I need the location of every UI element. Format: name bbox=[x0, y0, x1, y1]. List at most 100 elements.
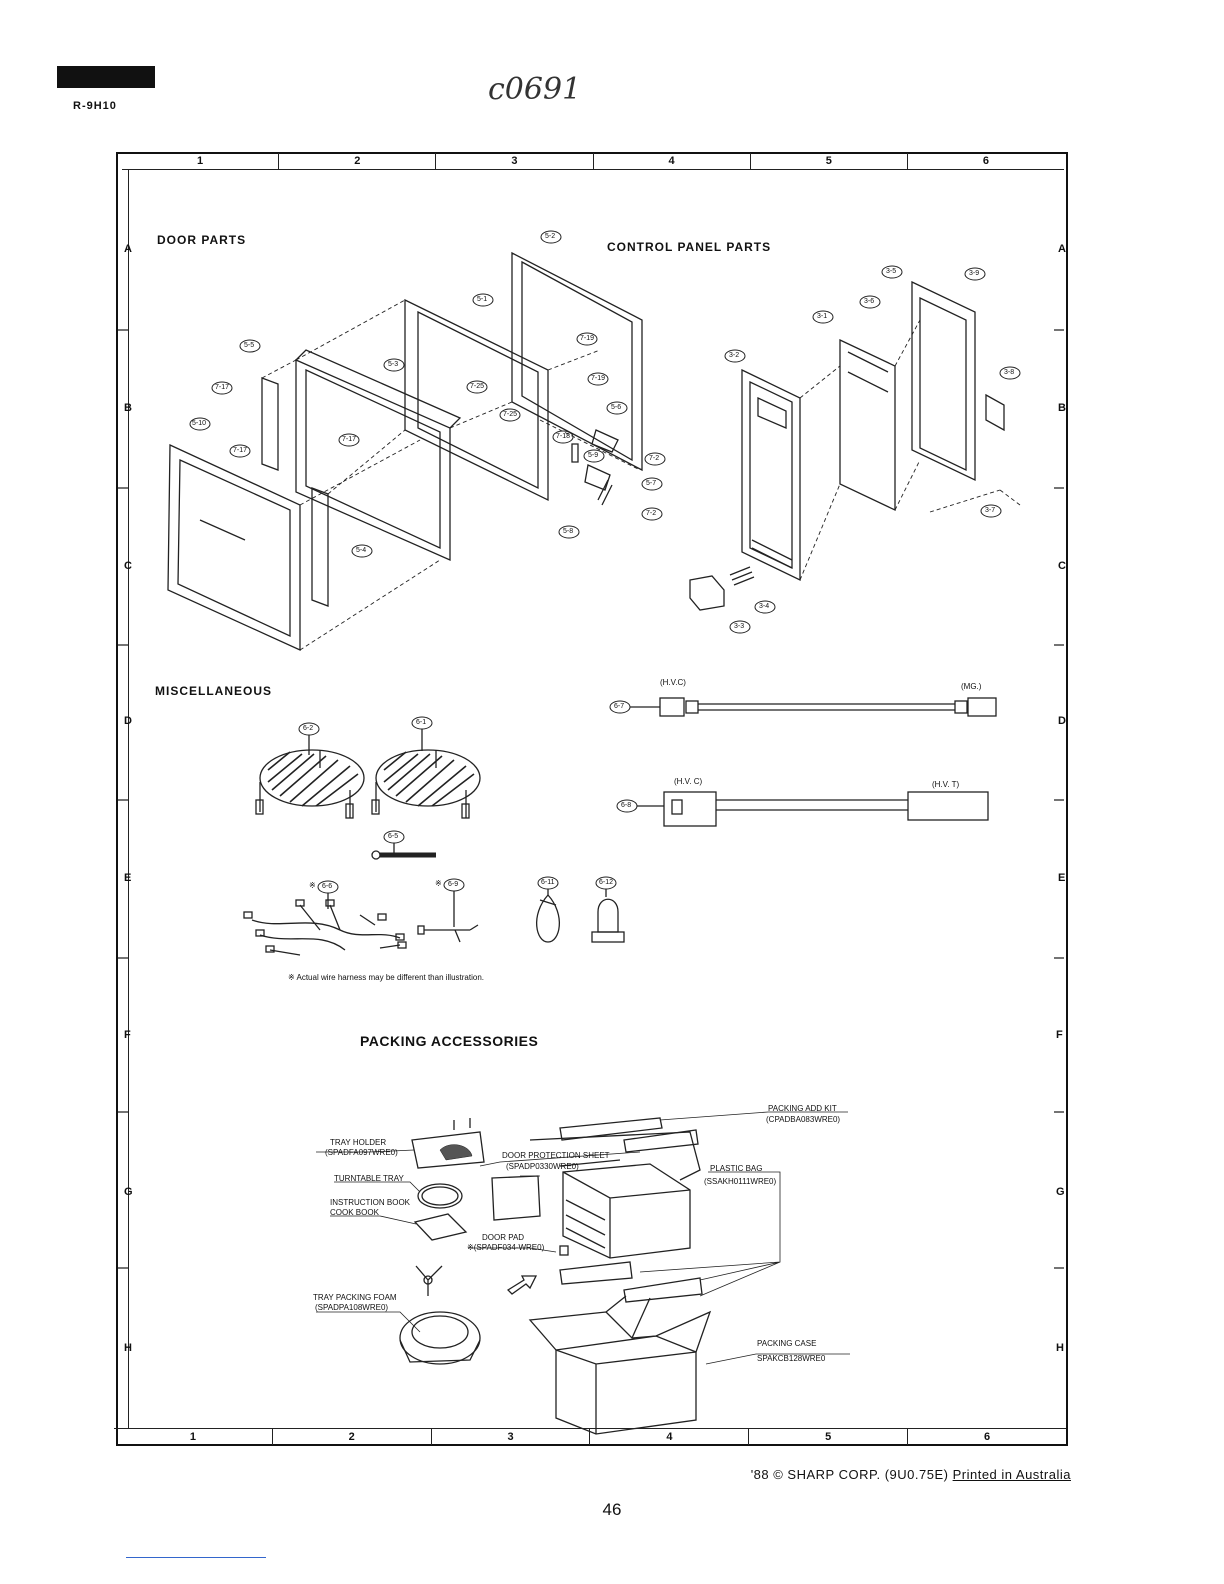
callout: 5-2 bbox=[545, 233, 556, 240]
callout: 3-9 bbox=[969, 270, 980, 277]
cable-label: (H.V.C) bbox=[660, 678, 686, 687]
section-door-parts: DOOR PARTS bbox=[157, 233, 247, 247]
col-label: 4 bbox=[590, 1429, 750, 1445]
callout: 3-8 bbox=[1004, 369, 1015, 376]
label-door-protection-sheet: DOOR PROTECTION SHEET bbox=[502, 1151, 610, 1160]
col-label: 1 bbox=[114, 1429, 273, 1445]
col-label: 2 bbox=[273, 1429, 432, 1445]
code-plastic-bag: (SSAKH0111WRE0) bbox=[704, 1177, 777, 1186]
callout: 7-2 bbox=[649, 455, 660, 462]
harness-mark: ※ bbox=[309, 881, 316, 890]
callout: 6-11 bbox=[541, 879, 555, 886]
callout: 5-8 bbox=[563, 528, 574, 535]
code-packing-add-kit: (CPADBA083WRE0) bbox=[766, 1115, 841, 1124]
code-packing-case: SPAKCB128WRE0 bbox=[757, 1354, 826, 1363]
row-label: G bbox=[1056, 1186, 1065, 1198]
callout: 5-5 bbox=[244, 342, 255, 349]
label-turntable-tray: TURNTABLE TRAY bbox=[334, 1174, 404, 1183]
bottom-rule bbox=[126, 1557, 266, 1558]
harness-mark: ※ bbox=[435, 879, 442, 888]
code-door-pad: ※(SPADF034-WRE0) bbox=[467, 1243, 545, 1252]
label-packing-case: PACKING CASE bbox=[757, 1339, 817, 1348]
cable-label: (H.V. C) bbox=[674, 777, 703, 786]
cable-label: (MG.) bbox=[961, 682, 982, 691]
copyright-line: '88 © SHARP CORP. (9U0.75E) Printed in A… bbox=[751, 1467, 1071, 1482]
row-label: B bbox=[1058, 402, 1066, 414]
callout: 3-5 bbox=[886, 268, 897, 275]
col-label: 5 bbox=[751, 153, 908, 169]
callout: 7-17 bbox=[215, 384, 230, 391]
label-tray-packing-foam: TRAY PACKING FOAM bbox=[313, 1293, 397, 1302]
col-label: 3 bbox=[432, 1429, 591, 1445]
section-packing-accessories: PACKING ACCESSORIES bbox=[360, 1033, 539, 1049]
code-tray-holder: (SPADFA097WRE0) bbox=[325, 1148, 398, 1157]
column-ruler-bottom: 1 2 3 4 5 6 bbox=[114, 1428, 1066, 1445]
callout: 5-4 bbox=[356, 547, 367, 554]
callout: 7-18 bbox=[556, 433, 571, 440]
label-door-pad: DOOR PAD bbox=[482, 1233, 525, 1242]
callout: 5-1 bbox=[477, 296, 488, 303]
callout: 3-4 bbox=[759, 603, 770, 610]
harness-note: ※ Actual wire harness may be different t… bbox=[288, 973, 484, 982]
col-label: 3 bbox=[436, 153, 594, 169]
column-ruler-top: 1 2 3 4 5 6 bbox=[122, 153, 1064, 170]
code-door-protection-sheet: (SPADP0330WRE0) bbox=[506, 1162, 579, 1171]
callout: 7-19 bbox=[591, 375, 606, 382]
header-black-bar bbox=[57, 66, 155, 88]
label-plastic-bag: PLASTIC BAG bbox=[710, 1164, 763, 1173]
row-label: C bbox=[124, 560, 132, 572]
row-label: E bbox=[1058, 872, 1066, 884]
code-tray-packing-foam: (SPADPA108WRE0) bbox=[315, 1303, 389, 1312]
printed-in: Printed in Australia bbox=[952, 1467, 1071, 1482]
label-tray-holder: TRAY HOLDER bbox=[330, 1138, 387, 1147]
callout: 5-7 bbox=[646, 480, 657, 487]
row-label: A bbox=[1058, 243, 1066, 255]
callout: 6-7 bbox=[614, 703, 625, 710]
col-label: 4 bbox=[594, 153, 751, 169]
row-label: G bbox=[124, 1186, 133, 1198]
callout: 3-1 bbox=[817, 313, 828, 320]
row-label: H bbox=[1056, 1342, 1064, 1354]
callout: 5-3 bbox=[388, 361, 399, 368]
model-number: R-9H10 bbox=[73, 100, 117, 112]
page-number: 46 bbox=[602, 1500, 622, 1519]
callout: 6-5 bbox=[388, 833, 399, 840]
row-label: F bbox=[124, 1029, 131, 1041]
callout: 3-7 bbox=[985, 507, 996, 514]
row-label: E bbox=[124, 872, 132, 884]
callout: 7-19 bbox=[580, 335, 595, 342]
col-label: 6 bbox=[983, 1431, 991, 1443]
callout: 6-8 bbox=[621, 802, 632, 809]
row-label: D bbox=[1058, 715, 1066, 727]
section-control-panel-parts: CONTROL PANEL PARTS bbox=[607, 240, 772, 254]
section-miscellaneous: MISCELLANEOUS bbox=[155, 684, 273, 698]
callout: 5-9 bbox=[588, 452, 599, 459]
callout: 6-6 bbox=[322, 883, 333, 890]
callout: 6-2 bbox=[303, 725, 314, 732]
callout: 7-25 bbox=[470, 383, 485, 390]
label-packing-add-kit: PACKING ADD KIT bbox=[768, 1104, 837, 1113]
col-label: 1 bbox=[122, 153, 280, 169]
col-label: 6 bbox=[982, 155, 989, 167]
callout: 6-1 bbox=[416, 719, 427, 726]
callout: 7-25 bbox=[503, 411, 518, 418]
row-label: D bbox=[124, 715, 132, 727]
callout: 5-6 bbox=[611, 404, 622, 411]
row-label: H bbox=[124, 1342, 132, 1354]
callout: 3-6 bbox=[864, 298, 875, 305]
callout: 7-17 bbox=[233, 447, 248, 454]
callout: 3-2 bbox=[729, 352, 740, 359]
handwritten-code: c0691 bbox=[488, 72, 582, 107]
col-label: 5 bbox=[749, 1429, 909, 1445]
callout: 6-9 bbox=[448, 881, 459, 888]
copyright-text: '88 © SHARP CORP. (9U0.75E) bbox=[750, 1467, 949, 1482]
cable-label: (H.V. T) bbox=[932, 780, 960, 789]
row-label: F bbox=[1056, 1029, 1063, 1041]
callout: 5-10 bbox=[192, 420, 207, 427]
row-label: C bbox=[1058, 560, 1066, 572]
callout: 3-3 bbox=[734, 623, 745, 630]
col-label: 2 bbox=[279, 153, 437, 169]
label-instruction-book: INSTRUCTION BOOK bbox=[330, 1198, 411, 1207]
row-label: B bbox=[124, 402, 132, 414]
